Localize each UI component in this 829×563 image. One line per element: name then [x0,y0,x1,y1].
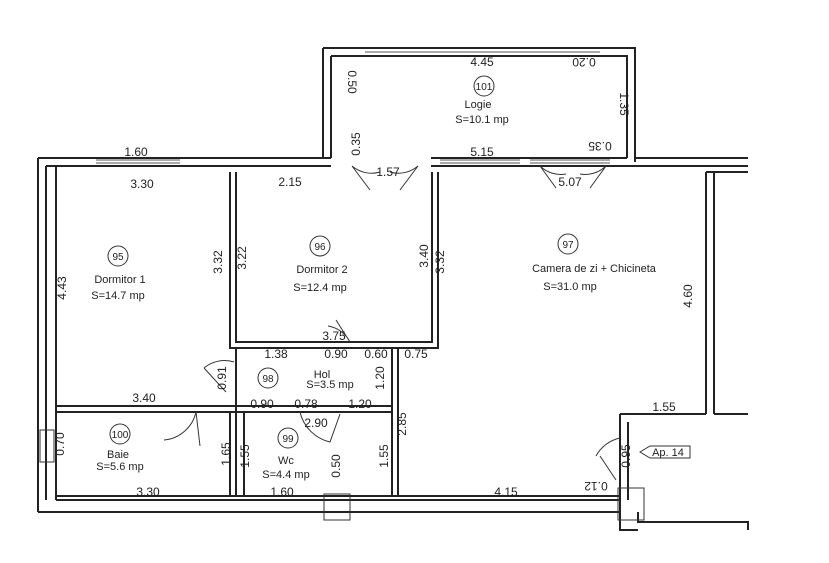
dim-wc-top: 2.90 [304,416,328,430]
dim-d2-right-inner: 3.40 [417,244,431,268]
room-area: S=4.4 mp [262,469,309,481]
room-area: S=5.6 mp [96,461,143,473]
dim-baie-top: 3.40 [132,391,156,405]
dim-d2-left: 3.22 [235,246,249,270]
room-name: Baie [107,449,129,461]
room-number: 97 [562,240,574,251]
dim-hol-bottom-b: 0.78 [294,397,318,411]
room-baie: 100 Baie S=5.6 mp [96,423,144,473]
dim-bottom-right: 4.15 [494,485,518,499]
room-number: 95 [112,252,124,263]
doors [163,165,621,481]
dim-hol-top-b: 0.90 [324,347,348,361]
room-dormitor-2: 96 Dormitor 2 S=12.4 mp [293,235,348,294]
room-name: Dormitor 1 [94,274,145,286]
dim-logie-top-right: 0.20 [572,55,596,69]
camera-door-right [579,165,607,189]
logie-door-left [351,165,381,191]
dim-baie-left: 0.70 [53,432,67,456]
dormitor1-door [203,360,235,393]
dim-hol-bottom-c: 1.20 [348,397,372,411]
dim-logie-lower-left: 0.35 [349,132,363,156]
room-number: 99 [282,434,294,445]
windows [39,51,610,463]
dim-logie-right: 1.35 [617,92,631,116]
room-wc: 99 Wc S=4.4 mp [262,427,310,481]
room-name: Camera de zi + Chicineta [532,263,657,275]
apartment-label: Ap. 14 [639,445,691,459]
logie-door-right [389,165,419,191]
room-area: S=31.0 mp [543,281,597,293]
dim-logie-bottom: 5.15 [470,145,494,159]
dim-camera-right: 4.60 [681,284,695,308]
dim-bottom-right-end: 0.12 [584,479,608,493]
room-area: S=10.1 mp [455,114,509,126]
camera-door-left [539,165,567,189]
dim-hol-top-a: 1.38 [264,347,288,361]
interior-walls [56,172,439,496]
dim-hol-left: 0.91 [215,366,229,390]
dim-hol-right: 1.20 [373,366,387,390]
dim-baie-right: 1.65 [219,442,233,466]
room-name: Logie [465,99,492,111]
room-camera-de-zi: 97 Camera de zi + Chicineta S=31.0 mp [532,233,657,293]
room-area: S=3.5 mp [306,379,353,391]
dormitor2-door [327,319,351,343]
room-name: Dormitor 2 [296,264,347,276]
room-logie: 101 Logie S=10.1 mp [455,75,509,126]
dim-baie-bottom: 3.30 [136,485,160,499]
dim-d1-left: 4.43 [55,276,69,300]
room-hol: 98 Hol S=3.5 mp [257,367,354,391]
dim-d1-top-outer: 1.60 [124,145,148,159]
dim-d2-door: 1.57 [376,165,400,179]
exterior-walls [37,47,749,531]
room-dormitor-1: 95 Dormitor 1 S=14.7 mp [91,245,146,302]
dim-camera-door: 5.07 [558,175,582,189]
dim-wc-bottom: 1.60 [270,485,294,499]
dim-d2-right: 3.32 [433,250,447,274]
room-area: S=12.4 mp [293,282,347,294]
dim-logie-top: 4.45 [470,55,494,69]
room-number: 96 [314,242,326,253]
dimensions: 4.45 0.20 0.50 1.35 0.35 5.15 0.35 1.60 … [53,55,695,499]
dim-camera-step: 1.55 [652,400,676,414]
dim-hol-top-d: 0.75 [404,347,428,361]
room-number: 101 [476,82,493,93]
dim-logie-bottom-right: 0.35 [588,139,612,153]
room-name: Wc [278,455,294,467]
dim-logie-left: 0.50 [345,70,359,94]
wc-door [299,411,341,443]
dim-hol-top-c: 0.60 [364,347,388,361]
dim-entry-door: 0.95 [619,444,633,468]
room-name: Hol [314,369,331,381]
room-number: 98 [262,374,274,385]
dim-wc-left: 1.55 [238,444,252,468]
dim-wc-inner: 0.50 [329,454,343,478]
dim-wc-side: 2.85 [395,412,409,436]
room-number: 100 [112,430,129,441]
dim-wc-right: 1.55 [377,444,391,468]
dim-d2-bottom: 3.75 [322,329,346,343]
baie-door [163,411,201,447]
apartment-number: Ap. 14 [652,447,684,459]
entry-door [595,437,621,481]
dim-hol-bottom-a: 0.90 [250,397,274,411]
dim-d2-top: 2.15 [278,175,302,189]
dim-d1-top: 3.30 [130,177,154,191]
dim-d1-right: 3.32 [211,250,225,274]
room-area: S=14.7 mp [91,290,145,302]
